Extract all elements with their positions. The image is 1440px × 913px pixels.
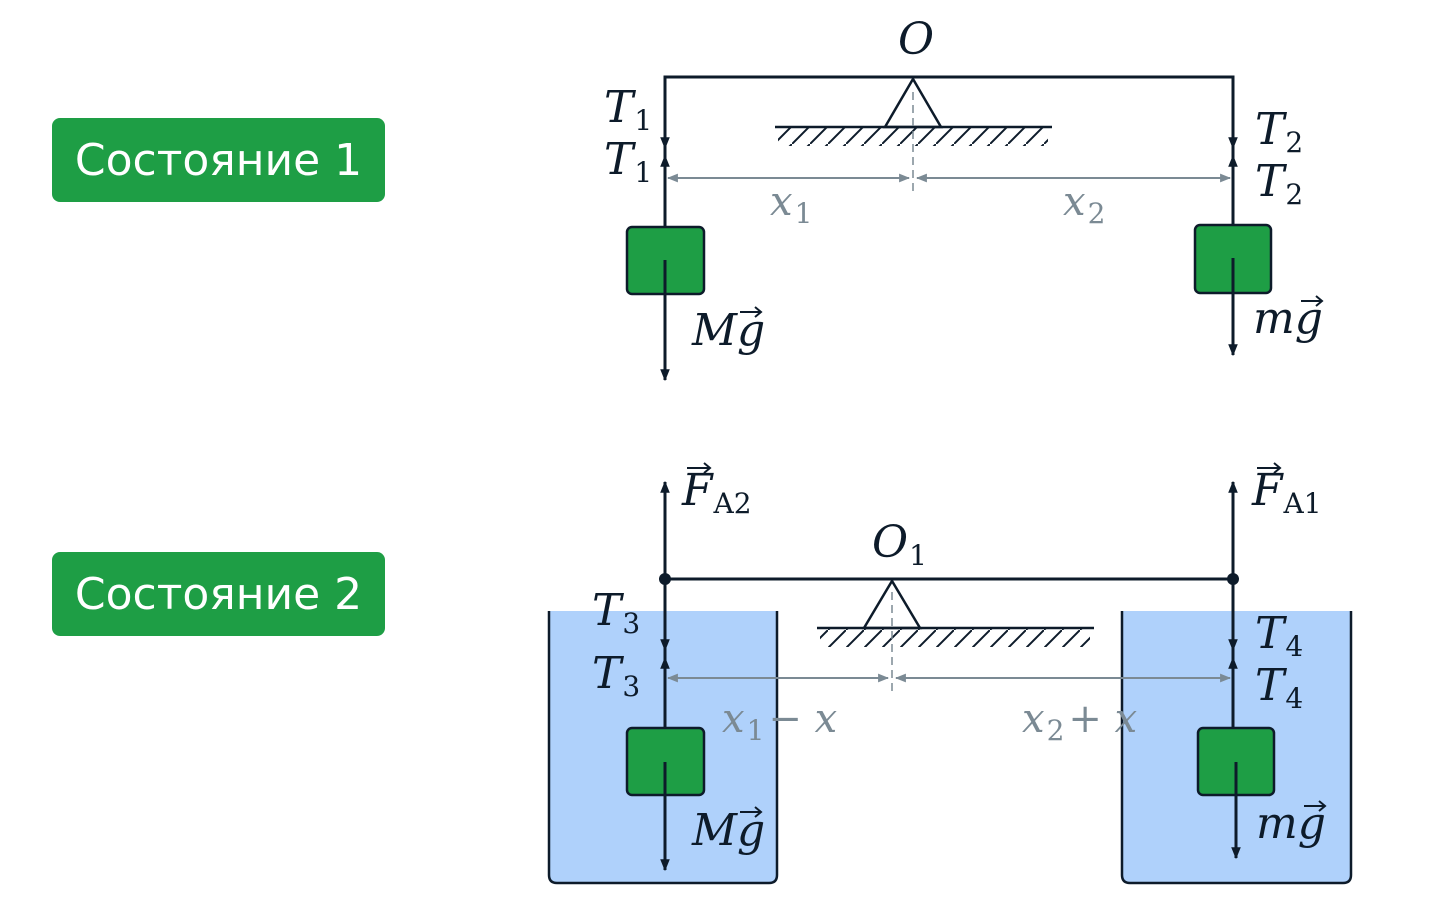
tension-label-right-bottom-2: T4 [1255, 660, 1303, 715]
weight-label-left-1: Mg [691, 305, 765, 356]
state-1-diagram: O T1 T1 T2 T2 x1 x2 Mg mg [604, 14, 1324, 382]
tension-label-left-top-1: T1 [604, 82, 652, 137]
state-1-label: Состояние 1 [52, 118, 385, 202]
svg-text:Mg: Mg [691, 805, 765, 856]
weight-label-right-1: mg [1253, 293, 1324, 344]
tension-label-left-top-2: T3 [592, 585, 640, 640]
buoyancy-label-right: FA1 [1251, 462, 1322, 520]
ground-hatch-2 [820, 629, 1090, 647]
dimension-label-left-1: x1 [770, 179, 812, 230]
svg-text:FA1: FA1 [1251, 465, 1322, 520]
tension-label-left-bottom-1: T1 [604, 134, 652, 189]
tension-label-right-bottom-1: T2 [1255, 156, 1303, 211]
weight-label-right-2: mg [1256, 798, 1327, 849]
tension-label-left-bottom-2: T3 [592, 648, 640, 703]
svg-text:Mg: Mg [691, 305, 765, 356]
pivot-label-1: O [898, 14, 934, 65]
tension-label-right-top-1: T2 [1255, 104, 1303, 159]
dimension-label-right-2: x2+ x [1022, 696, 1137, 747]
dimension-label-right-1: x2 [1063, 179, 1105, 230]
pivot-label-2: O1 [872, 517, 927, 572]
state-2-label: Состояние 2 [52, 552, 385, 636]
buoyancy-label-left: FA2 [681, 462, 752, 520]
svg-text:FA2: FA2 [681, 465, 752, 520]
dimension-label-left-2: x1− x [722, 696, 837, 747]
tension-label-right-top-2: T4 [1255, 608, 1303, 663]
state-2-diagram: O1 FA2 FA1 T3 T3 T4 T4 x1− x x2+ x [547, 462, 1353, 885]
weight-label-left-2: Mg [691, 805, 765, 856]
